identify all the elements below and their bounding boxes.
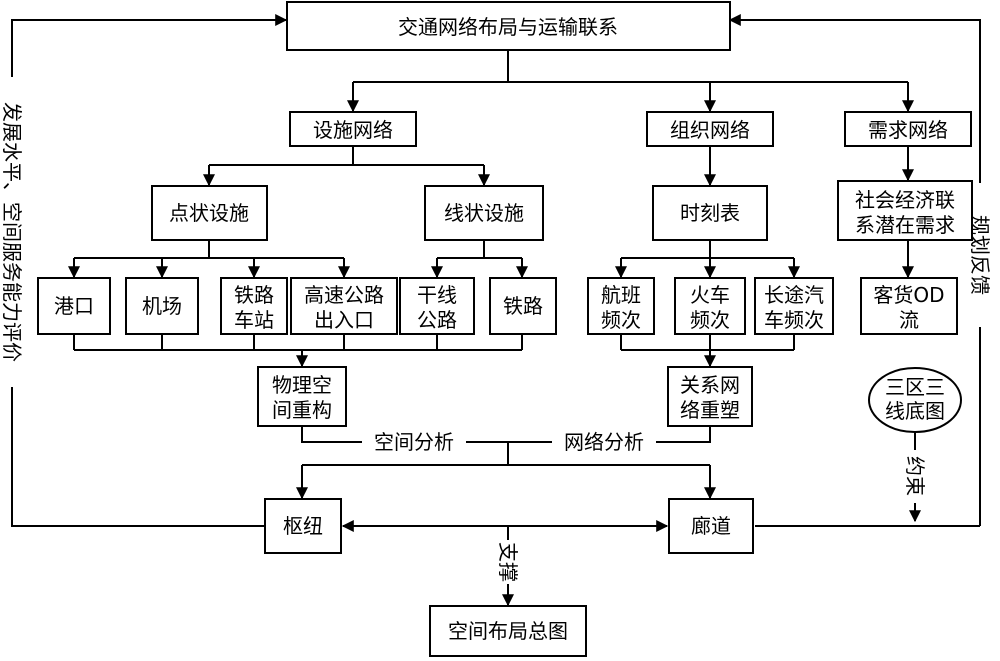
node-three-zones-base-map: 三区三 线底图 (868, 367, 962, 433)
node-point-facilities: 点状设施 (151, 185, 268, 241)
node-od-flow: 客货OD 流 (860, 277, 958, 335)
node-train-frequency: 火车 频次 (674, 277, 746, 335)
svg-text:车站: 车站 (234, 308, 274, 332)
svg-text:枢纽: 枢纽 (283, 514, 323, 538)
svg-text:交通网络布局与运输联系: 交通网络布局与运输联系 (398, 15, 618, 39)
svg-text:空间布局总图: 空间布局总图 (448, 619, 568, 643)
svg-text:客货OD: 客货OD (873, 283, 944, 307)
node-hub: 枢纽 (264, 498, 342, 554)
svg-text:需求网络: 需求网络 (868, 118, 948, 142)
node-bus-frequency: 长途汽 车频次 (754, 277, 834, 335)
node-line-facilities: 线状设施 (424, 185, 544, 241)
node-top: 交通网络布局与运输联系 (286, 1, 731, 51)
node-master-plan: 空间布局总图 (429, 605, 587, 657)
svg-text:系潜在需求: 系潜在需求 (855, 213, 955, 237)
svg-text:长途汽: 长途汽 (764, 283, 824, 307)
node-physical-space-restructure: 物理空 间重构 (257, 366, 347, 427)
node-facility-network: 设施网络 (289, 111, 417, 147)
node-highway-exit: 高速公路 出入口 (290, 277, 398, 335)
svg-text:铁路: 铁路 (503, 294, 543, 318)
svg-text:间重构: 间重构 (272, 398, 332, 422)
svg-text:车频次: 车频次 (764, 308, 824, 332)
svg-text:络重塑: 络重塑 (680, 398, 740, 422)
node-relation-network-reshape: 关系网 络重塑 (667, 366, 753, 427)
node-trunk-highway: 干线 公路 (399, 277, 475, 335)
node-corridor: 廊道 (668, 498, 754, 554)
svg-text:三区三: 三区三 (885, 375, 945, 399)
svg-text:出入口: 出入口 (314, 308, 374, 332)
svg-text:社会经济联: 社会经济联 (855, 188, 955, 212)
svg-text:港口: 港口 (54, 294, 94, 318)
svg-text:频次: 频次 (690, 308, 730, 332)
svg-text:铁路: 铁路 (234, 283, 274, 307)
svg-text:设施网络: 设施网络 (313, 118, 393, 142)
connectors (11, 14, 981, 607)
label-network-analysis: 网络分析 (564, 430, 644, 454)
node-port: 港口 (37, 277, 111, 335)
svg-text:干线: 干线 (417, 283, 457, 307)
node-airport: 机场 (125, 277, 199, 335)
node-railway: 铁路 (489, 277, 557, 335)
svg-text:时刻表: 时刻表 (680, 201, 740, 225)
node-timetable: 时刻表 (652, 185, 768, 241)
node-demand-network: 需求网络 (844, 111, 972, 147)
label-constraint: 约束 (903, 456, 927, 496)
svg-text:火车: 火车 (690, 283, 730, 307)
svg-text:机场: 机场 (142, 294, 182, 318)
svg-text:公路: 公路 (417, 308, 457, 332)
svg-text:流: 流 (899, 308, 919, 332)
label-support: 支撑 (496, 542, 520, 582)
svg-text:组织网络: 组织网络 (670, 118, 750, 142)
node-flight-frequency: 航班 频次 (587, 277, 655, 335)
node-railway-station: 铁路 车站 (220, 277, 288, 335)
node-organization-network: 组织网络 (646, 111, 774, 147)
label-planning-feedback: 规划反馈 (968, 215, 992, 295)
svg-text:点状设施: 点状设施 (169, 201, 249, 225)
label-evaluation: 发展水平、空间服务能力评价 (0, 102, 24, 362)
svg-text:高速公路: 高速公路 (304, 283, 384, 307)
svg-text:线状设施: 线状设施 (444, 201, 524, 225)
svg-text:线底图: 线底图 (885, 399, 945, 423)
svg-text:航班: 航班 (601, 283, 641, 307)
svg-text:廊道: 廊道 (691, 514, 731, 538)
label-spatial-analysis: 空间分析 (374, 430, 454, 454)
svg-text:物理空: 物理空 (272, 373, 332, 397)
svg-text:频次: 频次 (601, 308, 641, 332)
svg-text:关系网: 关系网 (680, 373, 740, 397)
node-socioeconomic-demand: 社会经济联 系潜在需求 (837, 180, 973, 241)
